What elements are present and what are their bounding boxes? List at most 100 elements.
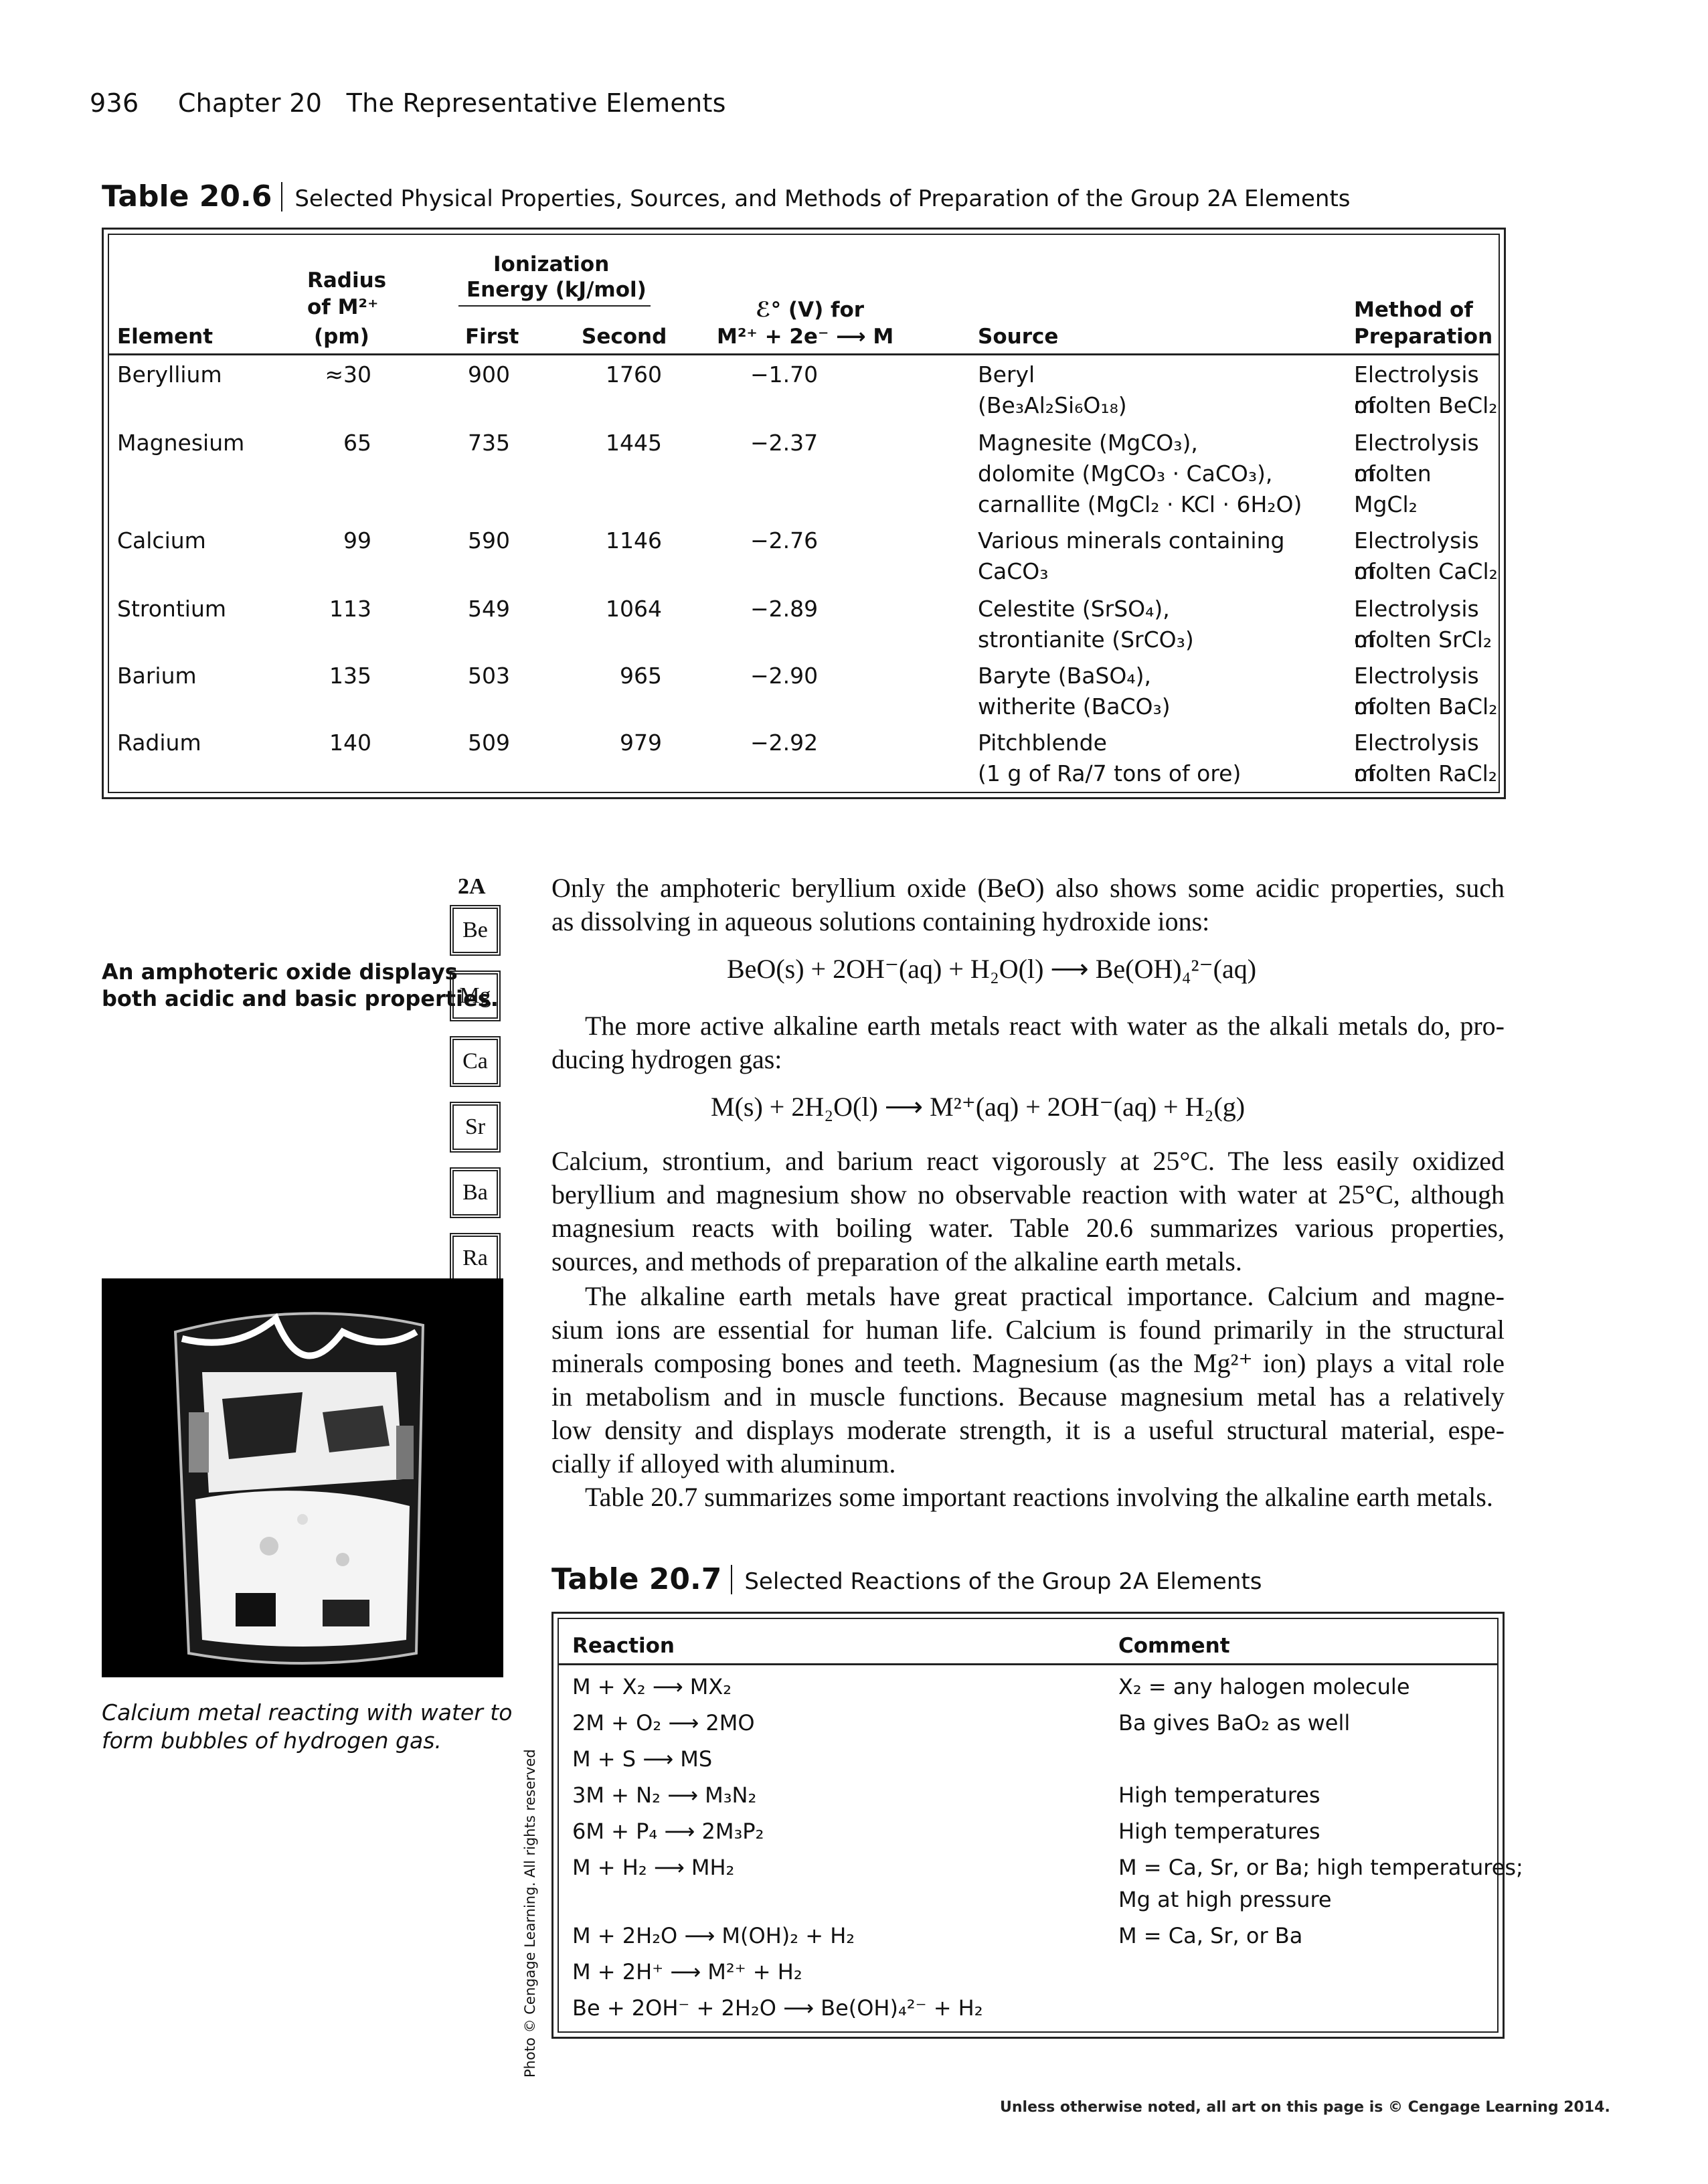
table-number: Table 20.6 [102,179,272,214]
photo-image [102,1278,503,1677]
equation-1: BeO(s) + 2OH⁻(aq) + H₂O(l) ⟶ Be(OH)₄²⁻(a… [727,954,1257,984]
cell-source-line: CaCO₃ [978,558,1049,584]
cell-source-line: (1 g of Ra/7 tons of ore) [978,760,1242,786]
cell-method-line: Electrolysis of [1354,596,1479,653]
cell-method-line: Electrolysis of [1354,361,1479,418]
ie-header-rule [458,305,651,307]
group-label: 2A [458,874,486,899]
element-symbol: Ca [452,1039,498,1084]
header-method-1: Method of [1354,298,1473,322]
cell-radius: 135 [329,663,371,689]
cell-e0: −2.76 [750,527,819,554]
cell-ie-first: 900 [468,361,510,388]
element-symbol: Be [452,908,498,953]
cell-ie-second: 979 [620,730,662,756]
cell-source-line: Celestite (SrSO₄), [978,596,1170,622]
text-line: minerals composing bones and teeth. Magn… [551,1348,1505,1378]
cell-method-line: molten RaCl₂ [1354,760,1498,786]
element-box: Be [450,905,501,956]
header-rule [109,353,1499,355]
text-line: cially if alloyed with aluminum. [551,1448,896,1479]
table-number: Table 20.7 [551,1562,722,1596]
table-20-7-caption: Table 20.7 Selected Reactions of the Grou… [551,1562,1262,1596]
cell-source-line: (Be₃Al₂Si₆O₁₈) [978,392,1127,418]
text-line: beryllium and magnesium show no observab… [551,1179,1505,1209]
cell-source-line: strontianite (SrCO₃) [978,626,1194,653]
element-symbol: Ra [452,1236,498,1281]
header-first: First [465,325,519,349]
cell-reaction: 6M + P₄ ⟶ 2M₃P₂ [572,1819,764,1844]
header-second: Second [582,325,667,349]
sidebar-note-line: An amphoteric oxide displays [102,959,458,985]
cell-e0: −2.89 [750,596,819,622]
header-e0-2: M²⁺ + 2e⁻ ⟶ M [717,325,894,349]
cell-comment: High temperatures [1118,1819,1320,1844]
cell-ie-first: 509 [468,730,510,756]
sidebar-note: An amphoteric oxide displays both acidic… [102,958,499,1012]
cell-comment: M = Ca, Sr, or Ba [1118,1923,1303,1948]
header-e0-1: ℰ° (V) for [756,298,865,322]
element-box: Ra [450,1233,501,1284]
caption-divider [281,182,283,212]
text-line: in metabolism and in muscle functions. B… [551,1381,1505,1412]
paragraph-2: The more active alkaline earth metals re… [551,1009,1505,1076]
table-caption-text: Selected Reactions of the Group 2A Eleme… [744,1568,1262,1595]
cell-element: Calcium [117,527,206,554]
paragraph-3: Calcium, strontium, and barium react vig… [551,1145,1505,1278]
cell-method-line: molten BaCl₂ [1354,693,1498,720]
chapter-label: Chapter 20 [177,88,323,118]
text-line: as dissolving in aqueous solutions conta… [551,906,1210,936]
header-method-2: Preparation [1354,325,1493,349]
cell-source-line: carnallite (MgCl₂ · KCl · 6H₂O) [978,491,1302,517]
header-element: Element [117,325,214,349]
photo-caption-line: form bubbles of hydrogen gas. [102,1728,442,1754]
cell-comment: High temperatures [1118,1782,1320,1808]
header-source: Source [978,325,1059,349]
header-reaction: Reaction [572,1634,675,1658]
cell-source-line: Beryl [978,361,1035,388]
chapter-title: The Representative Elements [346,88,726,118]
cell-ie-first: 590 [468,527,510,554]
cell-element: Barium [117,663,197,689]
cell-element: Beryllium [117,361,222,388]
cell-reaction: M + X₂ ⟶ MX₂ [572,1674,732,1699]
cell-ie-second: 1146 [606,527,662,554]
table-20-6-caption: Table 20.6 Selected Physical Properties, … [102,179,1351,214]
cell-radius: 99 [343,527,371,554]
cell-comment: M = Ca, Sr, or Ba; high temperatures; [1118,1855,1523,1880]
paragraph-5: Table 20.7 summarizes some important rea… [551,1481,1505,1514]
cell-method-line: Electrolysis of [1354,730,1479,786]
cell-method-line: Electrolysis of [1354,527,1479,584]
caption-divider [731,1565,733,1594]
cell-source-line: Baryte (BaSO₄), [978,663,1151,689]
element-box: Ba [450,1167,501,1218]
element-symbol: Ba [452,1170,498,1215]
sidebar-note-line: both acidic and basic properties. [102,986,499,1011]
element-box: Sr [450,1102,501,1153]
cell-ie-second: 1760 [606,361,662,388]
cell-method-line: molten SrCl₂ [1354,626,1492,653]
cell-comment: Mg at high pressure [1118,1887,1332,1912]
photo-credit: Photo © Cengage Learning. All rights res… [522,1676,541,2078]
text-line: Only the amphoteric beryllium oxide (BeO… [551,873,1505,903]
cell-e0: −2.92 [750,730,819,756]
header-ie-2: Energy (kJ/mol) [466,278,647,302]
cell-radius: 113 [329,596,371,622]
cell-e0: −1.70 [750,361,819,388]
calcium-water-photo [102,1278,503,1677]
cell-reaction: M + 2H₂O ⟶ M(OH)₂ + H₂ [572,1923,855,1948]
cell-method-line: molten MgCl₂ [1354,460,1432,517]
element-box: Mg [450,971,501,1021]
element-symbol: Mg [452,973,498,1019]
text-line: sium ions are essential for human life. … [551,1315,1505,1345]
cell-element: Radium [117,730,201,756]
cell-source-line: witherite (BaCO₃) [978,693,1171,720]
text-line: low density and displays moderate streng… [551,1415,1505,1445]
cell-method-line: molten BeCl₂ [1354,392,1498,418]
cell-source-line: dolomite (MgCO₃ · CaCO₃), [978,460,1273,487]
photo-caption-line: Calcium metal reacting with water to [102,1699,513,1726]
cell-ie-second: 1445 [606,430,662,456]
table-caption-text: Selected Physical Properties, Sources, a… [294,185,1351,212]
cell-source-line: Magnesite (MgCO₃), [978,430,1198,456]
